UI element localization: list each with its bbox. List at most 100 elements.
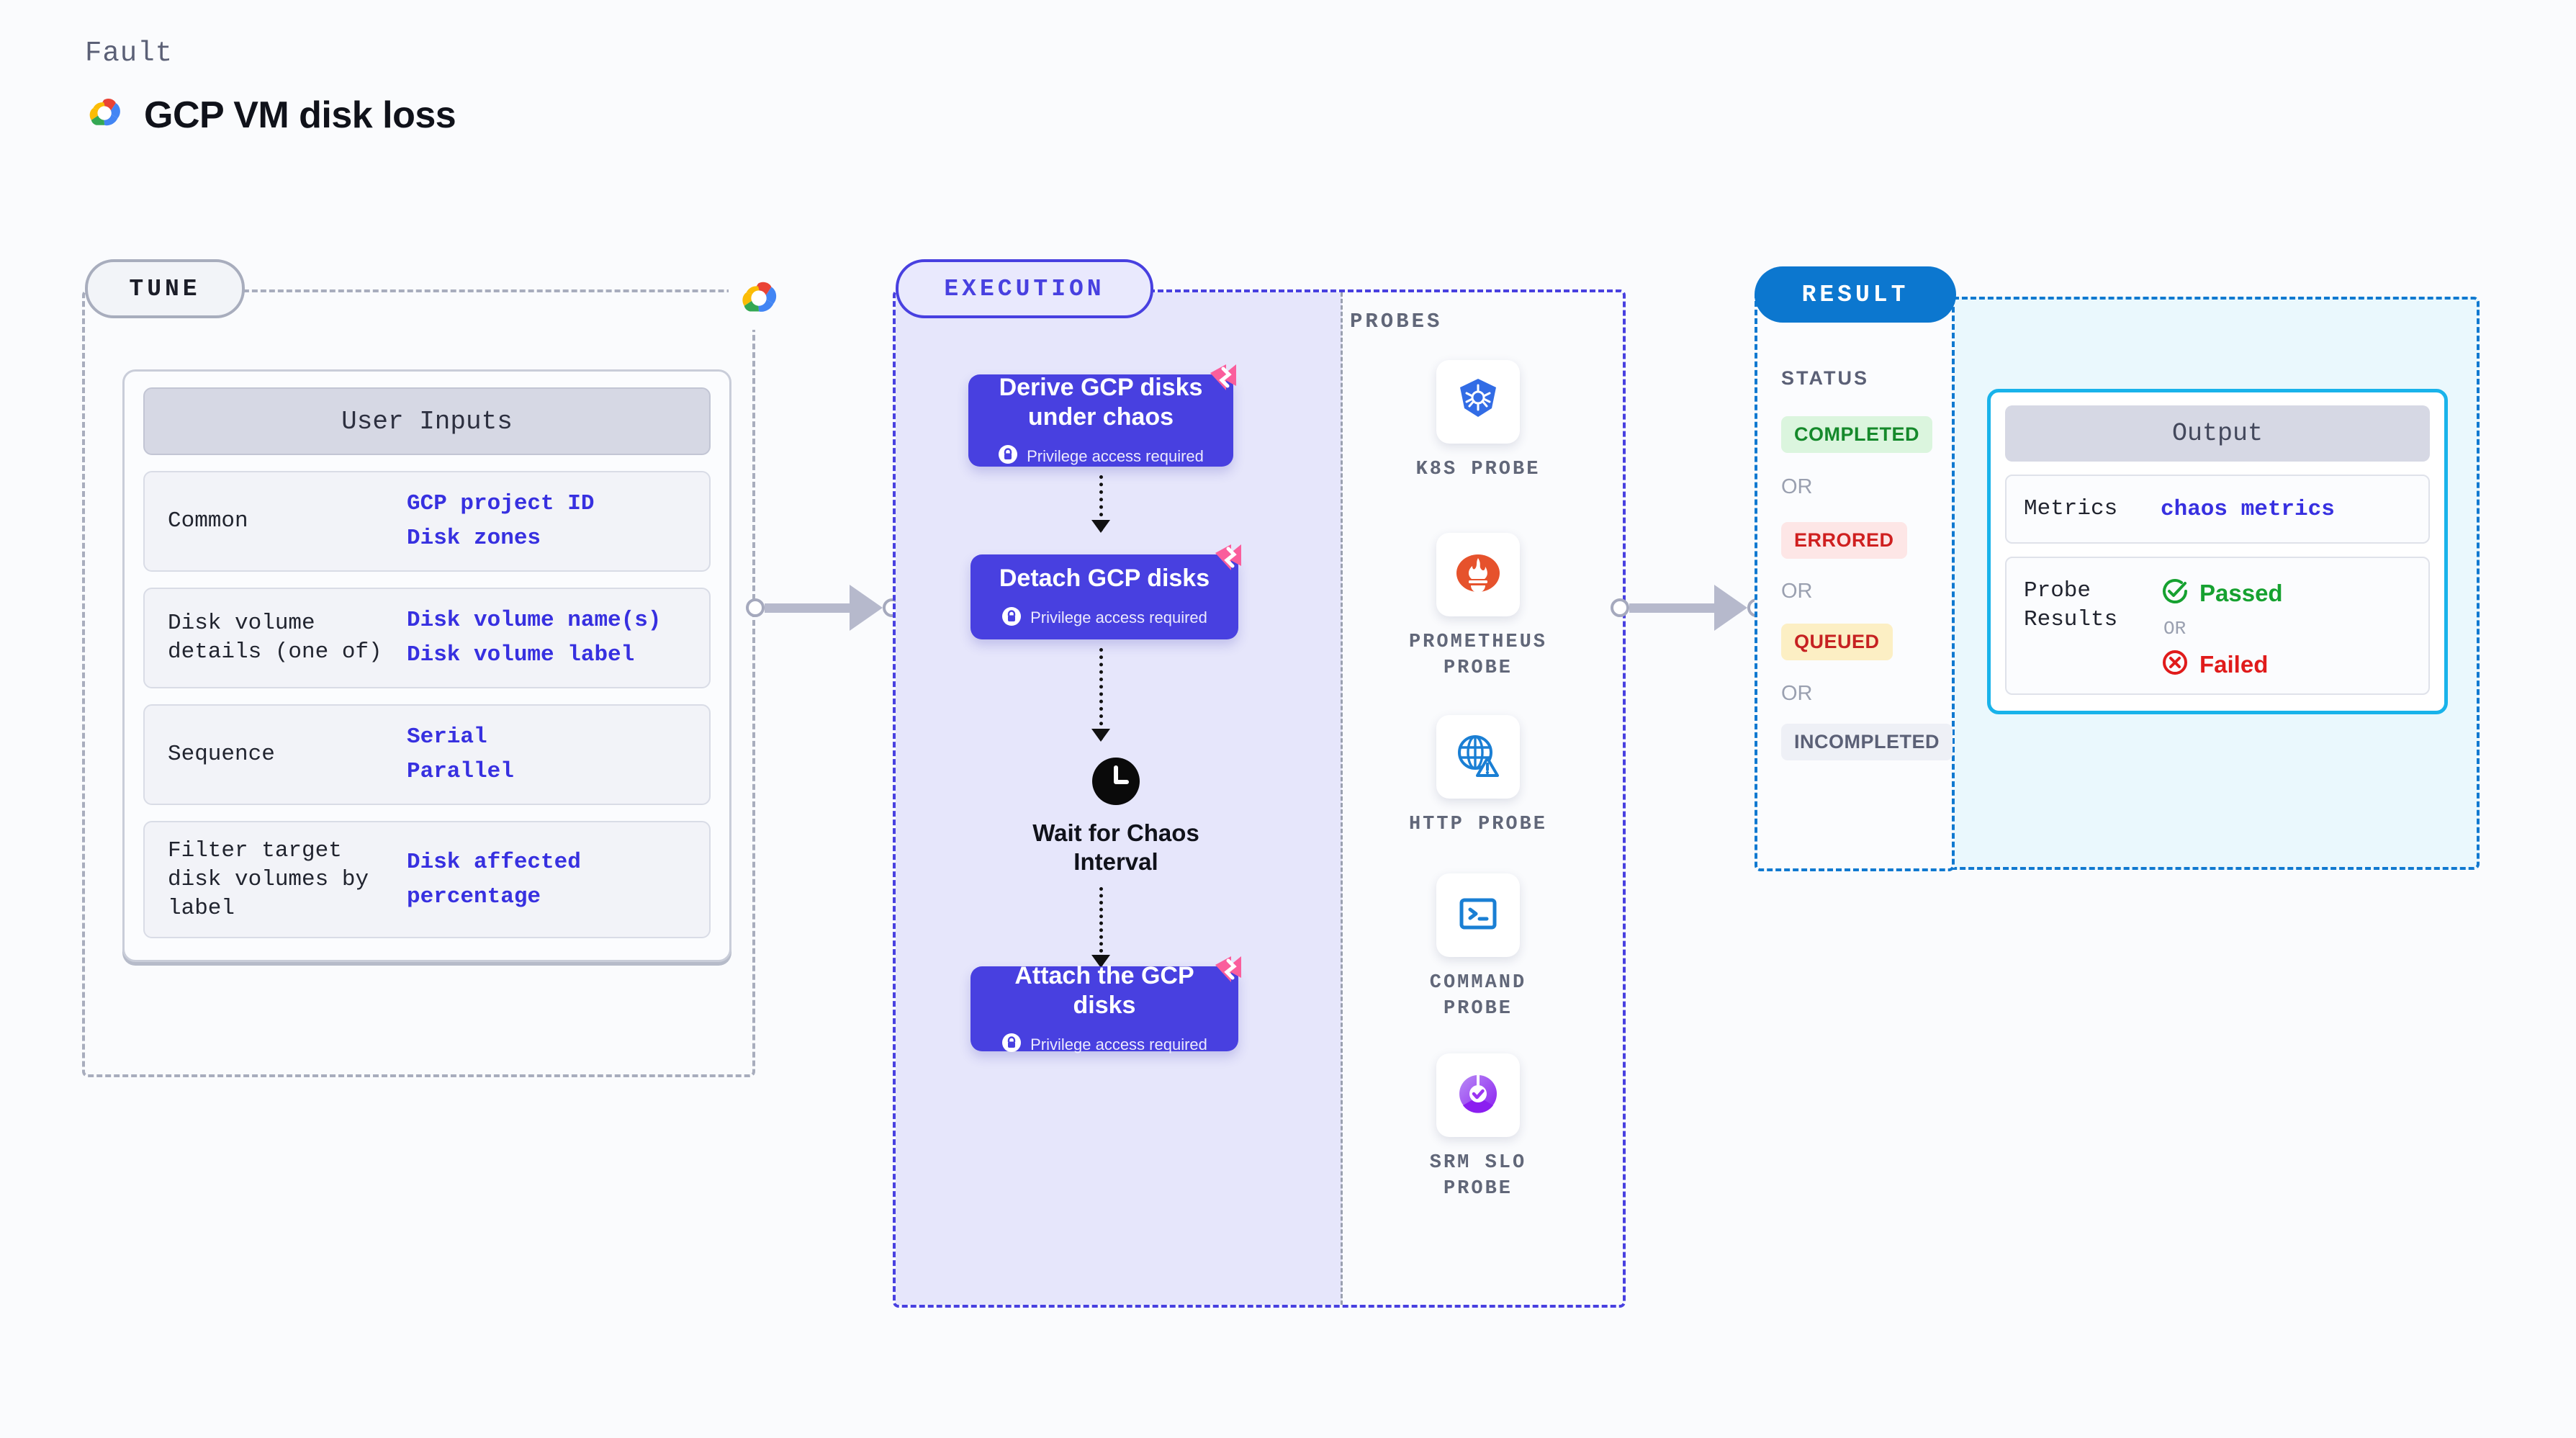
prometheus-icon xyxy=(1453,548,1503,602)
input-row-filter-by-label: Filter target disk volumes by label Disk… xyxy=(143,821,711,939)
input-value[interactable]: Disk affected percentage xyxy=(407,849,581,909)
probe-label: HTTP PROBE xyxy=(1408,814,1548,835)
output-row-metrics: Metrics chaos metrics xyxy=(2005,475,2430,544)
probe-k8s[interactable]: K8S PROBE xyxy=(1395,360,1561,482)
gcp-logo-icon xyxy=(729,268,791,330)
input-value[interactable]: Disk volume label xyxy=(407,642,635,668)
chaos-flag-icon xyxy=(1204,357,1245,401)
http-globe-warning-icon xyxy=(1454,732,1502,783)
probe-results-values: Passed OR Failed xyxy=(2161,577,2283,680)
lock-icon xyxy=(1001,1033,1022,1056)
privilege-text: Privilege access required xyxy=(1030,1035,1207,1053)
execution-node-title: Detach GCP disks xyxy=(999,565,1210,593)
input-value[interactable]: Parallel xyxy=(407,759,514,785)
privilege-note: Privilege access required xyxy=(1001,1033,1207,1056)
gcp-logo-icon xyxy=(85,96,125,135)
probes-label: PROBES xyxy=(1350,310,1443,333)
status-badge-errored: ERRORED xyxy=(1781,522,1907,559)
result-badge: RESULT xyxy=(1755,266,1956,323)
input-row-key: Disk volume details (one of) xyxy=(168,611,382,665)
connector-execution-to-result xyxy=(1611,585,1766,631)
execution-node-title: Derive GCP disks under chaos xyxy=(999,373,1203,431)
probe-passed-text: Passed xyxy=(2199,579,2283,606)
lock-icon xyxy=(998,444,1018,468)
execution-node-title: Attach the GCP disks xyxy=(1014,961,1194,1019)
wait-label: Wait for Chaos Interval xyxy=(1032,819,1199,876)
input-value[interactable]: Disk volume name(s) xyxy=(407,608,662,634)
tune-badge: TUNE xyxy=(85,259,245,318)
privilege-text: Privilege access required xyxy=(1027,446,1204,465)
execution-node-attach-gcp-disks[interactable]: Attach the GCP disks Privilege access re… xyxy=(970,956,1241,1053)
probe-tile xyxy=(1436,715,1520,799)
tune-section xyxy=(82,289,755,1077)
probes-divider xyxy=(1341,292,1343,1305)
connector-start-dot xyxy=(746,598,765,617)
status-label: STATUS xyxy=(1781,367,1869,389)
output-card: Output Metrics chaos metrics Probe Resul… xyxy=(1987,389,2448,714)
fault-kicker: Fault xyxy=(85,37,174,69)
probe-srm-slo[interactable]: SRM SLO PROBE xyxy=(1395,1053,1561,1203)
status-or-1: OR xyxy=(1781,475,1813,498)
probe-command[interactable]: COMMAND PROBE xyxy=(1395,873,1561,1023)
chaos-flag-icon xyxy=(1210,537,1250,581)
page-title: GCP VM disk loss xyxy=(144,94,456,136)
connector-tune-to-execution xyxy=(746,585,901,631)
probe-result-passed: Passed xyxy=(2161,577,2283,609)
probe-http[interactable]: HTTP PROBE xyxy=(1395,715,1561,837)
input-row-key: Filter target disk volumes by label xyxy=(168,838,369,921)
input-value[interactable]: GCP project ID xyxy=(407,491,595,516)
probe-label: SRM SLO PROBE xyxy=(1429,1152,1527,1200)
status-or-3: OR xyxy=(1781,682,1813,705)
flow-arrow-line xyxy=(1099,475,1103,531)
probe-prometheus[interactable]: PROMETHEUS PROBE xyxy=(1395,533,1561,682)
privilege-text: Privilege access required xyxy=(1030,608,1207,627)
status-badge-completed: COMPLETED xyxy=(1781,416,1933,453)
output-row-key: Metrics xyxy=(2024,495,2118,521)
execution-node-derive-gcp-disks[interactable]: Derive GCP disks under chaos Privilege a… xyxy=(968,364,1236,468)
privilege-note: Privilege access required xyxy=(998,444,1204,468)
privilege-note: Privilege access required xyxy=(1001,606,1207,630)
probe-label: K8S PROBE xyxy=(1415,459,1541,480)
lock-icon xyxy=(1001,606,1022,630)
probe-label: COMMAND PROBE xyxy=(1429,972,1527,1020)
input-value[interactable]: Disk zones xyxy=(407,526,541,552)
flow-arrow-head xyxy=(1091,955,1110,968)
input-row-values: Disk affected percentage xyxy=(407,845,594,915)
status-badge-incompleted: INCOMPLETED xyxy=(1781,724,1953,760)
input-row-key: Sequence xyxy=(168,742,275,768)
chaos-flag-icon xyxy=(1210,949,1250,993)
metrics-link[interactable]: chaos metrics xyxy=(2161,496,2335,522)
check-circle-icon xyxy=(2161,577,2189,609)
probe-tile xyxy=(1436,1053,1520,1137)
connector-start-dot xyxy=(1611,598,1629,617)
execution-badge: EXECUTION xyxy=(896,259,1153,318)
output-row-probe-results: Probe Results Passed OR xyxy=(2005,557,2430,695)
flow-arrow-head xyxy=(1091,729,1110,742)
execution-section xyxy=(893,289,1626,1308)
flow-arrow-line xyxy=(1099,648,1103,740)
terminal-icon xyxy=(1455,891,1501,940)
input-row-values: GCP project ID Disk zones xyxy=(407,487,594,556)
wait-for-chaos-interval-node: Wait for Chaos Interval xyxy=(994,756,1238,877)
srm-slo-icon xyxy=(1454,1070,1502,1121)
probe-result-or: OR xyxy=(2163,618,2187,639)
output-row-key: Probe Results xyxy=(2024,578,2118,633)
connector-line xyxy=(765,603,850,613)
kubernetes-icon xyxy=(1453,375,1503,429)
probe-tile xyxy=(1436,533,1520,616)
flow-arrow-head xyxy=(1091,520,1110,533)
connector-arrowhead xyxy=(1714,585,1747,631)
status-or-2: OR xyxy=(1781,580,1813,603)
clock-icon xyxy=(1091,756,1141,810)
input-value[interactable]: Serial xyxy=(407,724,487,750)
status-badge-queued: QUEUED xyxy=(1781,624,1893,660)
output-title: Output xyxy=(2005,405,2430,462)
x-circle-icon xyxy=(2161,648,2189,680)
input-row-common: Common GCP project ID Disk zones xyxy=(143,471,711,572)
execution-node-detach-gcp-disks[interactable]: Detach GCP disks Privilege access requir… xyxy=(970,544,1241,639)
probe-label: PROMETHEUS PROBE xyxy=(1408,632,1548,680)
page-header: Fault GCP VM disk loss xyxy=(85,37,456,137)
connector-line xyxy=(1629,603,1714,613)
input-row-key: Common xyxy=(168,508,248,534)
probe-tile xyxy=(1436,360,1520,444)
